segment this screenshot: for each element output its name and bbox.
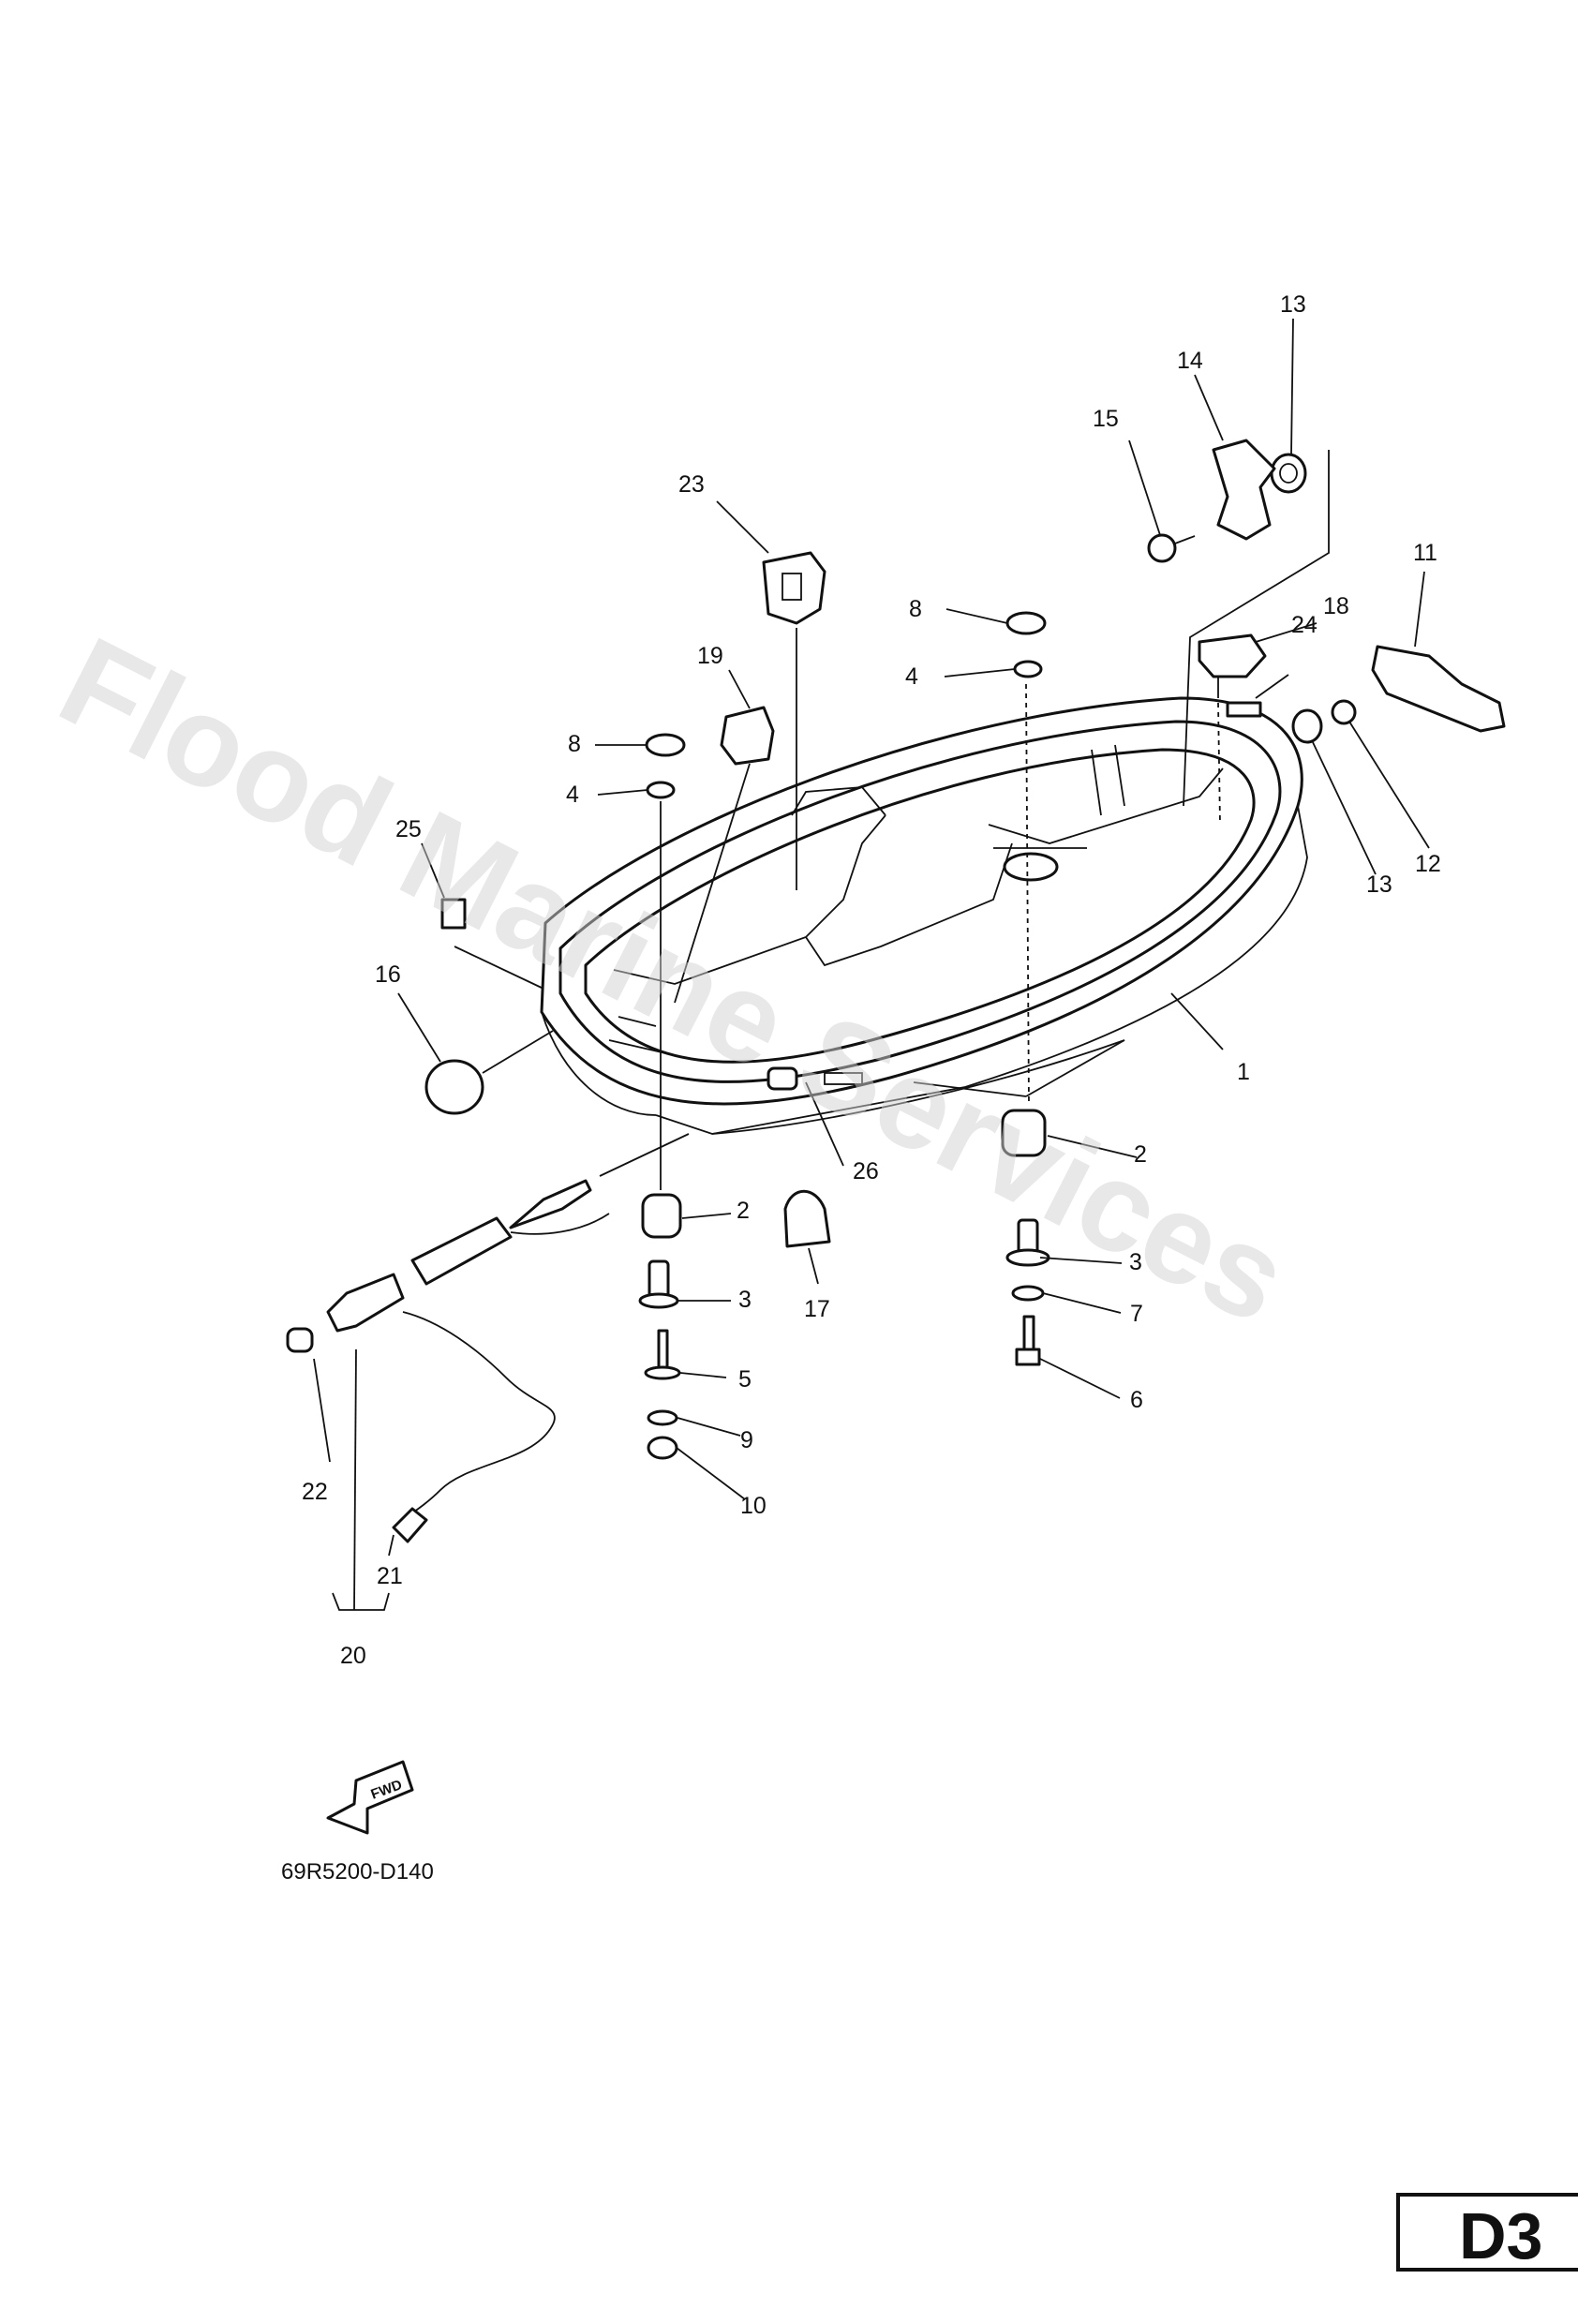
part-shapes: [286, 439, 1506, 1543]
callout-21: 21: [377, 1563, 403, 1589]
callout-20: 20: [340, 1643, 366, 1669]
callout-13: 13: [1366, 872, 1392, 898]
callout-15: 15: [1093, 406, 1119, 432]
callout-23: 23: [678, 471, 705, 498]
callout-3: 3: [1129, 1249, 1142, 1275]
callout-13: 13: [1280, 291, 1306, 318]
page-id-box: D3: [1396, 2193, 1578, 2272]
callout-2: 2: [1134, 1141, 1147, 1168]
callout-11: 11: [1413, 540, 1437, 566]
callout-26: 26: [853, 1158, 879, 1184]
callout-8: 8: [568, 731, 581, 757]
page-id: D3: [1459, 2199, 1542, 2272]
bottom-cowling: [540, 696, 1308, 1135]
callout-17: 17: [804, 1296, 830, 1322]
callout-2: 2: [737, 1198, 750, 1224]
diagram-code: 69R5200-D140: [281, 1859, 434, 1885]
callout-3: 3: [738, 1287, 752, 1313]
callout-24: 24: [1291, 612, 1317, 638]
callout-labels: 1 2 2 3 3 4 4 5 6 7 8 8 9 10 11 12 13 13…: [302, 291, 1441, 1669]
callout-6: 6: [1130, 1387, 1143, 1413]
callout-12: 12: [1415, 851, 1441, 877]
callout-9: 9: [740, 1427, 753, 1453]
leader-lines: [313, 318, 1430, 1611]
callout-19: 19: [697, 643, 723, 669]
callout-22: 22: [302, 1479, 328, 1505]
callout-8: 8: [909, 596, 922, 622]
callout-18: 18: [1323, 593, 1349, 619]
callout-4: 4: [905, 663, 918, 690]
fwd-arrow-icon: FWD: [326, 1760, 414, 1835]
callout-5: 5: [738, 1366, 752, 1393]
callout-14: 14: [1177, 348, 1203, 374]
callout-1: 1: [1237, 1059, 1250, 1085]
callout-16: 16: [375, 961, 401, 988]
callout-10: 10: [740, 1493, 767, 1519]
callout-25: 25: [395, 816, 422, 842]
callout-4: 4: [566, 782, 579, 808]
callout-7: 7: [1130, 1301, 1143, 1327]
